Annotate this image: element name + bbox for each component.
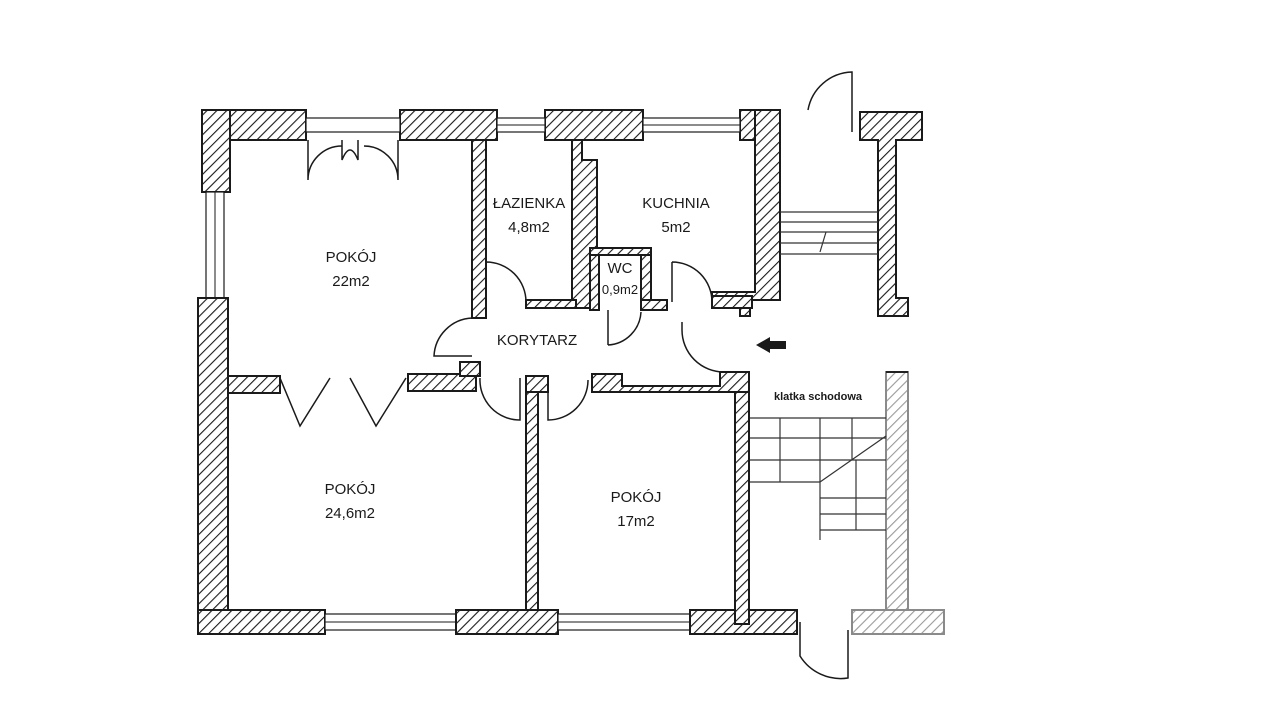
room-label-wc: WC — [608, 260, 633, 277]
window-top-balcony — [305, 117, 401, 133]
wall-kitchen-bottom — [711, 295, 753, 309]
doors — [279, 71, 853, 680]
exterior-walls — [197, 109, 798, 635]
arrow-left-icon — [756, 337, 786, 353]
wall-mid-2 — [407, 373, 477, 392]
wall-wc-top — [589, 247, 652, 256]
wall-top-2 — [544, 109, 644, 141]
door-corridor-upper-room — [433, 317, 473, 357]
door-balcony-left — [307, 140, 343, 181]
wall-stair-gray-bottom — [851, 609, 945, 635]
wall-right-kitchen — [711, 109, 781, 317]
wall-stair-gray-vertical — [885, 371, 909, 611]
wall-mid-1 — [227, 375, 281, 394]
room-label-lazienka: ŁAZIENKA — [493, 195, 566, 212]
room-label-korytarz: KORYTARZ — [497, 332, 577, 349]
room-label-pokoj-bottom-left: POKÓJ — [325, 481, 376, 498]
room-area-pokoj-top: 22m2 — [332, 273, 370, 290]
room-area-pokoj-bottom-right: 17m2 — [617, 513, 655, 530]
wall-bottom-1 — [197, 609, 326, 635]
door-balcony-right — [363, 140, 399, 181]
wall-wc-left — [589, 247, 600, 311]
door-bathroom — [485, 261, 527, 303]
room-area-kuchnia: 5m2 — [661, 219, 690, 236]
door-kitchen — [671, 261, 713, 303]
wall-divider-lower — [525, 375, 539, 611]
door-balcony-leaves — [341, 140, 359, 161]
wall-top-1 — [399, 109, 498, 141]
door-lower-left-2 — [349, 377, 407, 428]
wall-bathroom-left — [471, 139, 487, 319]
wall-mid-5 — [591, 371, 750, 393]
door-stair-bottom — [799, 622, 849, 680]
wall-wc-bottom — [640, 299, 668, 311]
wall-left-lower — [197, 297, 229, 635]
door-lower-right-room — [547, 378, 589, 421]
door-lower-left-1 — [279, 377, 331, 428]
room-area-pokoj-bottom-left: 24,6m2 — [325, 505, 375, 522]
room-area-wc: 0,9m2 — [602, 282, 638, 297]
interior-walls — [227, 139, 753, 611]
door-entrance — [681, 322, 725, 373]
wall-left-upper — [201, 109, 231, 193]
room-area-lazienka: 4,8m2 — [508, 219, 550, 236]
wall-right-lower — [734, 371, 750, 625]
wall-bathroom-bottom — [525, 299, 577, 309]
room-label-pokoj-bottom-right: POKÓJ — [611, 489, 662, 506]
room-label-kuchnia: KUCHNIA — [642, 195, 710, 212]
door-wc — [607, 310, 642, 346]
wall-stair-top — [859, 111, 923, 317]
room-label-pokoj-top: POKÓJ — [326, 249, 377, 266]
staircase — [750, 111, 945, 635]
door-stair-top — [807, 71, 853, 132]
wall-mid-3 — [459, 361, 481, 377]
door-lower-left-room — [479, 377, 521, 421]
wall-mid-4 — [525, 375, 549, 393]
wall-bottom-2 — [455, 609, 559, 635]
room-label-klatka: klatka schodowa — [774, 391, 863, 403]
